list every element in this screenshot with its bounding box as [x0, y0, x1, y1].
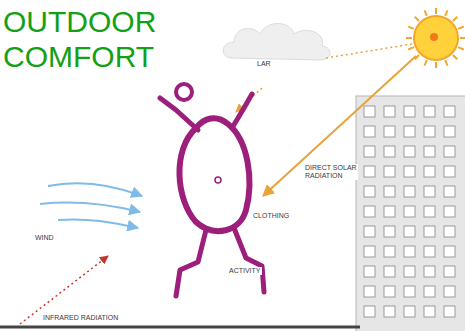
- window: [424, 126, 435, 137]
- building-windows: [364, 106, 455, 317]
- window: [364, 146, 375, 157]
- window: [384, 166, 395, 177]
- annotation-label: WIND: [34, 234, 55, 242]
- window: [404, 146, 415, 157]
- building: [356, 96, 465, 331]
- window: [384, 206, 395, 217]
- figure-arm: [232, 94, 252, 128]
- figure-arm: [160, 98, 198, 130]
- sun-rays: [406, 8, 465, 68]
- window: [364, 286, 375, 297]
- window: [364, 106, 375, 117]
- window: [404, 266, 415, 277]
- window: [444, 246, 455, 257]
- annotation-label: DIRECT SOLAR RADIATION: [304, 164, 358, 180]
- window: [444, 106, 455, 117]
- window: [364, 126, 375, 137]
- figure-leg: [176, 230, 206, 296]
- window: [384, 106, 395, 117]
- window: [404, 306, 415, 317]
- window: [424, 246, 435, 257]
- sun-ray: [445, 60, 447, 66]
- window: [384, 266, 395, 277]
- sun-ray: [415, 17, 419, 21]
- window: [444, 146, 455, 157]
- sun-ray: [435, 62, 437, 68]
- sun-ray: [453, 55, 457, 59]
- figure-leg: [234, 228, 264, 292]
- window: [384, 126, 395, 137]
- window: [424, 206, 435, 217]
- window: [364, 246, 375, 257]
- window: [404, 126, 415, 137]
- window: [444, 226, 455, 237]
- window: [404, 186, 415, 197]
- wind-arrow: [40, 202, 140, 212]
- figure-head: [176, 84, 192, 100]
- sun-center: [430, 33, 438, 41]
- sun-ray: [445, 10, 447, 16]
- window: [404, 226, 415, 237]
- window: [364, 306, 375, 317]
- window: [424, 286, 435, 297]
- window: [384, 246, 395, 257]
- annotation-label: LAR: [256, 60, 272, 68]
- window: [404, 246, 415, 257]
- annotation-label: INFRARED RADIATION: [42, 314, 119, 322]
- diagram-title: OUTDOOR COMFORT: [3, 4, 153, 74]
- figure-body: [179, 118, 249, 231]
- sun-ray: [408, 27, 414, 29]
- sun-ray: [435, 8, 437, 14]
- window: [444, 166, 455, 177]
- ground-line: [0, 326, 360, 329]
- sun-ray: [460, 37, 465, 39]
- window: [364, 206, 375, 217]
- annotation-label: ACTIVITY: [228, 267, 262, 275]
- window: [424, 186, 435, 197]
- window: [424, 266, 435, 277]
- window: [384, 186, 395, 197]
- wind-arrow: [48, 183, 142, 196]
- sun-ray: [425, 60, 427, 66]
- window: [384, 146, 395, 157]
- window: [424, 146, 435, 157]
- window: [444, 126, 455, 137]
- window: [424, 226, 435, 237]
- window: [384, 226, 395, 237]
- window: [364, 166, 375, 177]
- window: [384, 286, 395, 297]
- figure-badge: [215, 177, 221, 183]
- window: [364, 266, 375, 277]
- diffuse-solar-arrow: [326, 44, 412, 58]
- sun-ray: [425, 10, 427, 16]
- sun: [414, 16, 458, 60]
- annotation-label: CLOTHING: [252, 212, 290, 220]
- window: [364, 226, 375, 237]
- cloud: [223, 24, 330, 61]
- sun-ray: [458, 27, 464, 29]
- window: [404, 206, 415, 217]
- sun-ray: [406, 37, 412, 39]
- window: [444, 306, 455, 317]
- window: [404, 286, 415, 297]
- window: [444, 266, 455, 277]
- window: [404, 166, 415, 177]
- wind-arrow: [58, 219, 138, 228]
- window: [384, 306, 395, 317]
- sun-ray: [458, 47, 464, 49]
- window: [424, 306, 435, 317]
- window: [424, 166, 435, 177]
- window: [444, 286, 455, 297]
- window: [364, 186, 375, 197]
- human-figure: [160, 84, 264, 296]
- sun-ray: [408, 47, 414, 49]
- window: [404, 106, 415, 117]
- direct-solar-arrow: [263, 56, 416, 196]
- window: [444, 206, 455, 217]
- window: [424, 106, 435, 117]
- sun-ray: [453, 17, 457, 21]
- window: [444, 186, 455, 197]
